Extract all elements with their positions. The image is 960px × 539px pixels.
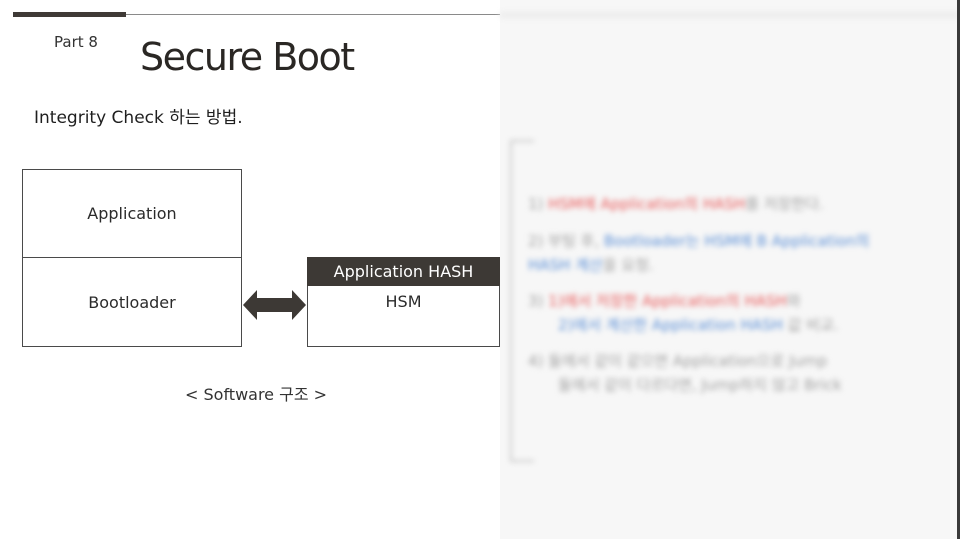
slide-subtitle: Integrity Check 하는 방법. bbox=[34, 108, 243, 128]
note-line-5: 2)에서 계산한 Application HASH 값 비교. bbox=[558, 316, 839, 334]
slide-title: Secure Boot bbox=[140, 35, 355, 79]
notes-bracket bbox=[510, 140, 534, 462]
bootloader-box: Bootloader bbox=[22, 257, 242, 347]
header-accent-bar bbox=[13, 12, 126, 17]
application-hash-label: Application HASH bbox=[333, 262, 474, 281]
notes-top-bar bbox=[500, 12, 960, 18]
blurred-notes-panel: 1) HSM에 Application의 HASH를 저장한다. 2) 부팅 후… bbox=[500, 0, 960, 539]
note-line-1: 1) HSM에 Application의 HASH를 저장한다. bbox=[528, 195, 824, 213]
note-line-3: HASH 계산을 요청. bbox=[528, 256, 654, 274]
blurred-notes-content: 1) HSM에 Application의 HASH를 저장한다. 2) 부팅 후… bbox=[500, 0, 960, 539]
right-edge-border bbox=[957, 0, 960, 539]
part-label: Part 8 bbox=[54, 33, 98, 51]
note-line-2: 2) 부팅 후, Bootloader는 HSM에 B Application의 bbox=[528, 232, 870, 250]
application-label: Application bbox=[87, 204, 177, 223]
note-line-4: 3) 1)에서 저장한 Application의 HASH와 bbox=[528, 292, 801, 310]
application-box: Application bbox=[22, 169, 242, 258]
note-line-6: 4) 둘에서 같이 같으면 Application으로 Jump bbox=[528, 352, 828, 370]
header-rule bbox=[126, 14, 500, 15]
application-hash-header: Application HASH bbox=[307, 257, 500, 286]
diagram-caption: < Software 구조 > bbox=[185, 385, 328, 404]
hsm-label: HSM bbox=[385, 292, 422, 311]
double-arrow-icon bbox=[243, 290, 306, 320]
note-line-7: 둘에서 같이 다르다면, Jump하지 않고 Brick bbox=[558, 376, 842, 394]
bootloader-label: Bootloader bbox=[88, 292, 176, 312]
